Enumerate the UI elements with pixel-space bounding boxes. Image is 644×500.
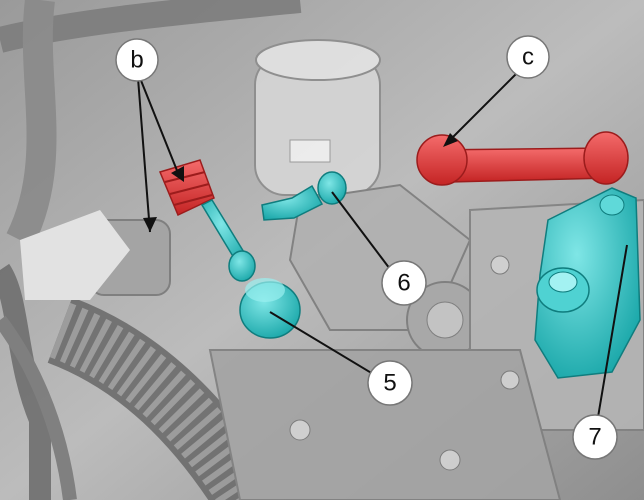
callout-5: 5 (367, 360, 413, 406)
leader-b-right (139, 77, 181, 179)
bolt (500, 370, 520, 390)
part-c-link-rod (416, 131, 629, 186)
bolt (490, 255, 510, 275)
part-5-sensor-link (200, 199, 301, 339)
arrowhead-b-left (143, 217, 157, 232)
leader-5 (269, 311, 389, 384)
engine-mount-center (426, 301, 464, 339)
light-patch (20, 210, 130, 300)
left-hose (6, 0, 57, 247)
callout-c-label: c (522, 44, 534, 71)
bolt (439, 449, 461, 471)
part-7-arm-bracket (534, 187, 641, 379)
lower-plate (208, 349, 562, 500)
callout-7: 7 (572, 414, 618, 460)
lower-left-cable-2 (0, 315, 77, 500)
part-6-connector (261, 171, 347, 221)
corrugated-hose (47, 297, 280, 500)
callout-6-label: 6 (397, 270, 410, 297)
arrowhead-c (443, 133, 458, 147)
leader-c (446, 61, 529, 144)
filter-label (289, 139, 331, 163)
callout-c: c (506, 35, 550, 79)
callout-b: b (115, 38, 159, 82)
callout-b-label: b (130, 47, 143, 74)
bolt (289, 419, 311, 441)
leader-b-left (137, 77, 151, 233)
filter-housing-top (255, 39, 381, 81)
callout-5-label: 5 (383, 370, 396, 397)
callout-6: 6 (381, 260, 427, 306)
leader-7 (594, 244, 628, 436)
arrowheads (143, 133, 458, 232)
arrowhead-b-right (171, 166, 184, 182)
callout-7-label: 7 (588, 424, 601, 451)
